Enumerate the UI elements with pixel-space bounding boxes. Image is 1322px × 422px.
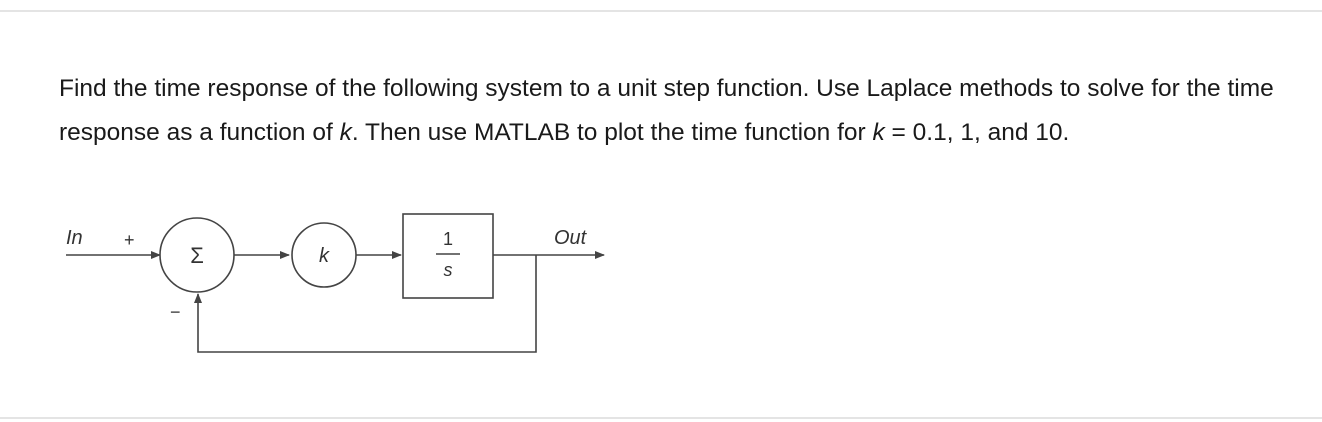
input-label: In (66, 227, 83, 249)
question-text: Find the time response of the following … (59, 67, 1274, 155)
gain-label: k (319, 245, 330, 267)
bottom-divider (0, 417, 1322, 419)
plus-sign: + (124, 230, 135, 250)
feedback-path (194, 255, 537, 353)
top-divider (0, 10, 1322, 12)
question-part2: . Then use MATLAB to plot the time funct… (351, 119, 873, 146)
tf-denominator: s (444, 260, 453, 280)
output-label: Out (554, 227, 588, 249)
question-var-k-2: k (872, 119, 885, 146)
minus-sign: − (170, 302, 181, 322)
block-diagram: In + Σ − k 1 s Out (66, 213, 605, 353)
question-var-k-1: k (339, 119, 352, 146)
summer-symbol: Σ (190, 243, 204, 268)
transfer-function-block (402, 213, 494, 299)
question-part3: = 0.1, 1, and 10. (884, 119, 1070, 146)
tf-numerator: 1 (443, 229, 453, 249)
question-part1: Find the time response of the following … (59, 75, 1274, 146)
